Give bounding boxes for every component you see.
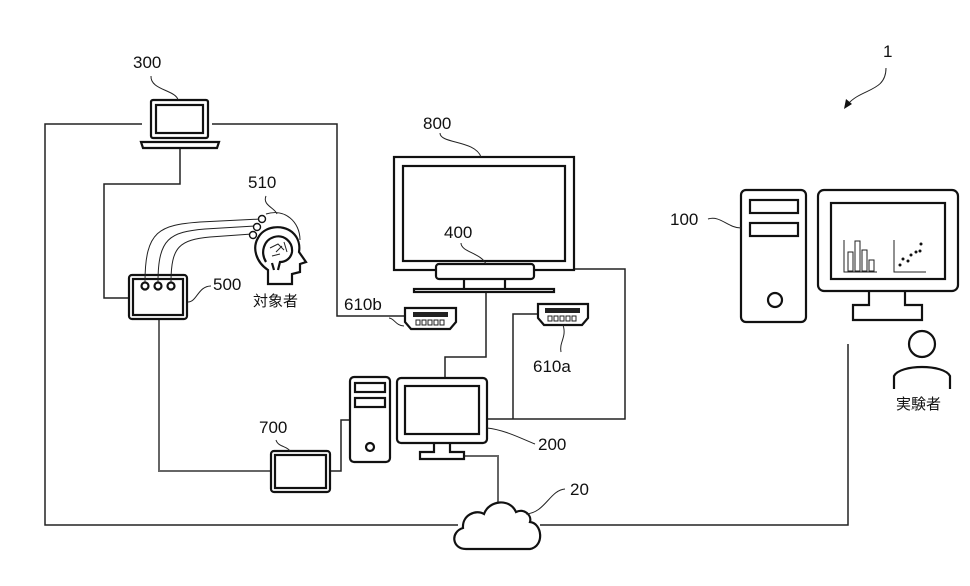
tablet-tower-line	[330, 419, 350, 472]
leader-lines	[150, 67, 887, 515]
analysis-pc-100	[739, 188, 960, 324]
label-tablet: 700	[259, 418, 287, 437]
experimenter-person-icon	[892, 329, 952, 389]
caption-experimenter: 実験者	[896, 395, 941, 413]
label-system: 1	[883, 42, 892, 61]
laptop-eeg-line	[103, 148, 181, 299]
display-lab-line	[444, 292, 487, 378]
cloud-network-20	[453, 501, 542, 551]
label-port-b: 610b	[344, 295, 382, 314]
port-circle-3	[166, 281, 176, 291]
arrow-head-icon	[844, 99, 852, 109]
camera-lab-line	[487, 268, 626, 420]
mini-scatter-chart-icon	[893, 240, 926, 273]
connection-lines	[44, 123, 849, 526]
label-camera: 400	[444, 223, 472, 242]
label-laptop: 300	[133, 53, 161, 72]
label-electrodes: 510	[248, 173, 276, 192]
laptop-right-line	[212, 123, 404, 317]
labels: 1 300 510 800 400 500 対象者 610b 610a 700 …	[133, 42, 941, 499]
label-analysis-pc: 100	[670, 210, 698, 229]
lab-pc-200	[348, 375, 489, 464]
camera-400	[434, 262, 536, 281]
lab-network-line	[465, 455, 499, 506]
monitor	[816, 188, 960, 293]
usb-port-610a	[536, 302, 590, 327]
network-bus	[44, 123, 849, 526]
eeg-tablet-line	[158, 318, 272, 472]
usb-port-610b	[403, 306, 458, 331]
caption-subject: 対象者	[253, 292, 298, 310]
subject-head-icon	[254, 212, 308, 286]
label-lab-pc: 200	[538, 435, 566, 454]
port-circle-1	[140, 281, 150, 291]
port-circle-2	[153, 281, 163, 291]
tablet-700	[269, 449, 332, 494]
electrode-wires-510	[144, 214, 267, 283]
label-display: 800	[423, 114, 451, 133]
laptop-300	[139, 98, 221, 150]
eeg-device-500	[127, 273, 189, 321]
label-eeg-device: 500	[213, 275, 241, 294]
port-a-line	[512, 313, 541, 419]
mini-bar-chart-icon	[843, 240, 877, 273]
label-port-a: 610a	[533, 357, 571, 376]
display-800	[392, 155, 576, 294]
label-network: 20	[570, 480, 589, 499]
monitor	[395, 376, 489, 445]
